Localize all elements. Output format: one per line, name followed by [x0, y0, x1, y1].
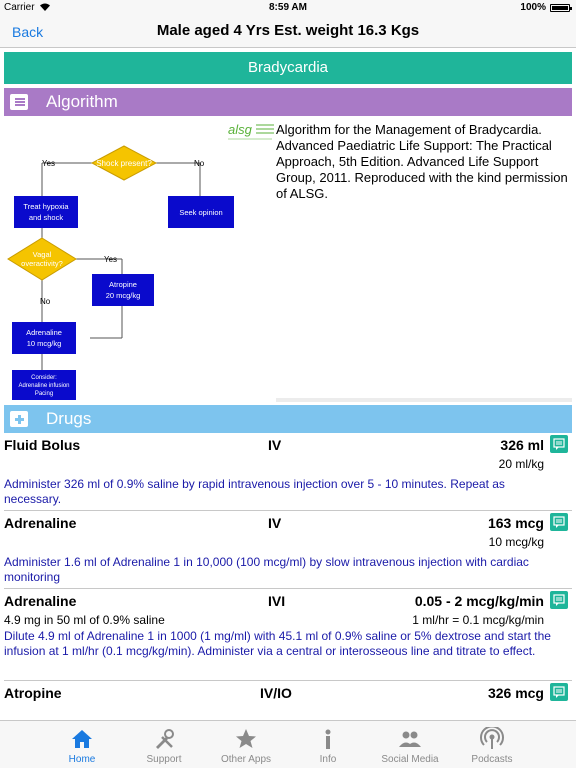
drug-name: Adrenaline: [4, 515, 77, 531]
drug-dose: 326 mcg: [487, 685, 544, 701]
wifi-icon: [40, 3, 50, 11]
tab-other-apps[interactable]: Other Apps: [205, 721, 287, 768]
algorithm-section-header[interactable]: Algorithm: [4, 88, 572, 116]
drug-dose: 326 ml: [500, 437, 544, 453]
drug-instructions: Dilute 4.9 ml of Adrenaline 1 in 1000 (1…: [4, 629, 551, 658]
note-icon[interactable]: [550, 513, 568, 531]
no-label-1: No: [194, 159, 205, 168]
tab-info[interactable]: Info: [287, 721, 369, 768]
back-button[interactable]: Back: [12, 24, 44, 40]
podcast-icon: [480, 727, 504, 749]
drug-route: IVI: [268, 593, 286, 609]
drug-instructions: Administer 326 ml of 0.9% saline by rapi…: [4, 477, 505, 506]
tab-label: Home: [68, 754, 96, 765]
book-icon: [10, 94, 28, 110]
patient-title: Male aged 4 Yrs Est. weight 16.3 Kgs: [156, 22, 420, 39]
battery-percent: 100%: [520, 2, 546, 13]
info-icon: [325, 729, 331, 749]
tab-label: Social Media: [381, 754, 439, 765]
atropine-box: [92, 274, 154, 306]
tab-label: Podcasts: [471, 754, 513, 765]
vagal-diamond: [7, 237, 77, 281]
drug-name: Atropine: [4, 685, 62, 701]
treat-hypoxia-box: [14, 196, 78, 228]
tab-support[interactable]: Support: [123, 721, 205, 768]
drug-preparation: 4.9 mg in 50 ml of 0.9% saline: [4, 613, 165, 627]
consider-line1: Consider:: [31, 375, 57, 381]
drug-dose: 0.05 - 2 mcg/kg/min: [414, 593, 544, 609]
seek-opinion-text: Seek opinion: [179, 208, 222, 217]
treat-hypoxia-line2: and shock: [29, 213, 63, 222]
home-icon: [72, 730, 92, 748]
clock: 8:59 AM: [269, 2, 307, 13]
drug-name: Fluid Bolus: [4, 437, 81, 453]
battery-icon: [550, 4, 572, 12]
seek-opinion-box: [168, 196, 234, 228]
note-icon[interactable]: [550, 683, 568, 701]
svg-text:alsg: alsg: [228, 122, 253, 137]
tools-icon: [156, 729, 174, 749]
consider-box: [12, 370, 76, 400]
atropine-line2: 20 mcg/kg: [106, 291, 141, 300]
algorithm-panel: Shock present? Yes No Treat hypoxia and …: [4, 116, 572, 402]
drug-row-fluid-bolus[interactable]: Fluid Bolus IV 326 ml 20 ml/kg Administe…: [4, 433, 572, 511]
bradycardia-flowchart[interactable]: Shock present? Yes No Treat hypoxia and …: [4, 116, 274, 402]
tab-label: Other Apps: [220, 754, 272, 765]
navigation-bar: Back Male aged 4 Yrs Est. weight 16.3 Kg…: [0, 16, 576, 48]
algorithm-divider: [276, 398, 572, 402]
carrier-label: Carrier: [4, 2, 35, 13]
atropine-line1: Atropine: [109, 280, 137, 289]
treat-hypoxia-line1: Treat hypoxia: [23, 202, 69, 211]
drug-row-adrenaline-iv[interactable]: Adrenaline IV 163 mcg 10 mcg/kg Administ…: [4, 511, 572, 589]
drug-route: IV/IO: [260, 685, 292, 701]
algorithm-section-label: Algorithm: [46, 92, 118, 111]
adrenaline-line1: Adrenaline: [26, 328, 62, 337]
note-icon[interactable]: [550, 435, 568, 453]
drugs-section-header[interactable]: Drugs: [4, 405, 572, 433]
tab-label: Support: [146, 754, 182, 765]
consider-line2: Adrenaline infusion: [18, 383, 69, 389]
drug-rate-conversion: 1 ml/hr = 0.1 mcg/kg/min: [412, 613, 544, 627]
vagal-line2: overactivity?: [21, 259, 63, 268]
drugs-section-label: Drugs: [46, 409, 92, 428]
tab-home[interactable]: Home: [41, 721, 123, 768]
consider-line3: Pacing: [35, 391, 53, 397]
alsg-logo: alsg: [226, 120, 276, 142]
tab-podcasts[interactable]: Podcasts: [451, 721, 533, 768]
adrenaline-box: [12, 322, 76, 354]
status-bar: Carrier 8:59 AM 100%: [0, 0, 576, 16]
tab-social-media[interactable]: Social Media: [369, 721, 451, 768]
algorithm-description: Algorithm for the Management of Bradycar…: [276, 122, 568, 201]
flowchart-connectors: [41, 162, 201, 370]
drug-name: Adrenaline: [4, 593, 77, 609]
no-label-2: No: [40, 297, 51, 306]
yes-label-2: Yes: [104, 255, 117, 264]
adrenaline-line2: 10 mcg/kg: [27, 339, 62, 348]
medical-kit-icon: [10, 411, 28, 427]
shock-present-text: Shock present?: [96, 159, 152, 168]
drug-dose-per-kg: 10 mcg/kg: [488, 535, 544, 549]
tab-bar: Home Support Other Apps Info Social Medi…: [0, 720, 576, 768]
tab-label: Info: [319, 754, 337, 765]
drug-dose-per-kg: 20 ml/kg: [498, 457, 544, 471]
drug-route: IV: [268, 515, 282, 531]
people-icon: [399, 731, 421, 747]
drug-dose: 163 mcg: [487, 515, 544, 531]
drug-instructions: Administer 1.6 ml of Adrenaline 1 in 10,…: [4, 555, 529, 584]
drug-row-atropine[interactable]: Atropine IV/IO 326 mcg: [4, 681, 572, 720]
vagal-line1: Vagal: [33, 250, 52, 259]
battery-fill: [552, 6, 568, 10]
shock-present-diamond: [90, 145, 158, 181]
yes-label-1: Yes: [42, 159, 55, 168]
note-icon[interactable]: [550, 591, 568, 609]
star-icon: [236, 729, 256, 748]
drug-route: IV: [268, 437, 282, 453]
drug-row-adrenaline-ivi[interactable]: Adrenaline IVI 0.05 - 2 mcg/kg/min 4.9 m…: [4, 589, 572, 681]
condition-title: Bradycardia: [4, 52, 572, 84]
